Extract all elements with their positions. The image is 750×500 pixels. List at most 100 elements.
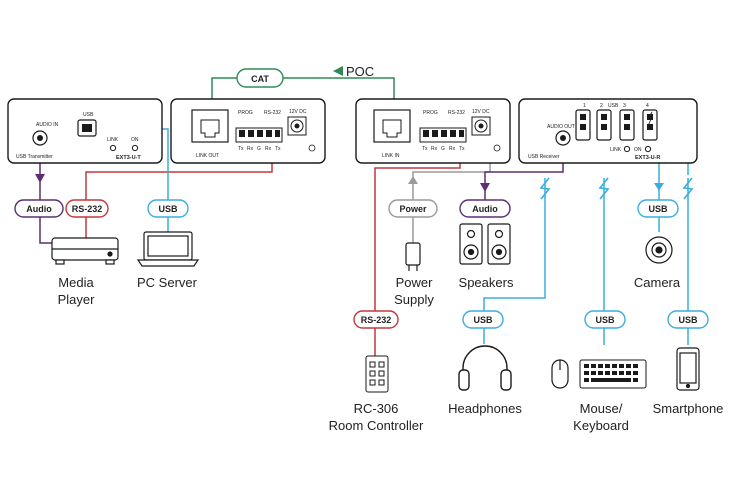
room-controller-label-1: RC-306 <box>354 401 399 416</box>
usb-tag-phone <box>667 310 709 329</box>
camera-icon <box>645 236 673 264</box>
rx-port-num-3: 3 <box>623 103 626 109</box>
audio-tag-rx-label: Audio <box>472 204 498 214</box>
tx-link-led-icon <box>109 144 117 152</box>
rx-audio-out-label: AUDIO OUT <box>547 124 575 130</box>
tx-prog-label: PROG <box>238 110 253 116</box>
rx-name-label: USB Receiver <box>528 154 560 160</box>
smartphone-icon <box>676 347 700 391</box>
rx-link-label: LINK <box>610 147 622 153</box>
headphones-label: Headphones <box>448 401 522 416</box>
rx-charge-bolt-icon <box>647 111 653 127</box>
cable-tags: Audio RS-232 USB Power Audio USB RS-232 … <box>14 199 709 329</box>
wireless-icon-2 <box>598 177 610 200</box>
media-player-label-2: Player <box>58 292 96 307</box>
tx-audio-in-label: AUDIO IN <box>36 122 59 128</box>
rx-on-led-icon <box>644 145 652 153</box>
rs232-tag-rx-label: RS-232 <box>361 315 392 325</box>
transmitter-panel-rear: LINK OUT PROG RS-232 Tx Rx G Rx Tx 12V D… <box>170 98 326 164</box>
mouse-keyboard-label-2: Keyboard <box>573 418 629 433</box>
rs232-tag-rx <box>353 310 399 329</box>
speakers-icon <box>459 223 511 265</box>
rx-link-led-icon <box>623 145 631 153</box>
rx-dc-label: 12V DC <box>472 109 490 115</box>
wireless-marks <box>539 177 694 200</box>
tx-model-label: EXT3-U-T <box>116 155 141 161</box>
pc-server-label: PC Server <box>137 275 198 290</box>
usb-tag-headphones-label: USB <box>473 315 493 325</box>
tx-on-led-icon <box>131 144 139 152</box>
transmitter-panel-front: AUDIO IN USB USB Transmitter LINK ON EXT… <box>7 98 163 164</box>
usb-tag-pc-label: USB <box>158 204 178 214</box>
rx-pin-1: Tx <box>422 146 428 152</box>
rx-rs232-label: RS-232 <box>448 110 465 116</box>
tx-pin-1: Tx <box>238 146 244 152</box>
mouse-keyboard-label-1: Mouse/ <box>580 401 623 416</box>
tx-usb-label: USB <box>83 112 94 118</box>
power-supply-label-1: Power <box>396 275 434 290</box>
arrow-poc <box>333 66 343 76</box>
rx-pin-3: G <box>441 146 445 152</box>
tx-pin-4: Rx <box>265 146 272 152</box>
power-tag <box>388 199 438 218</box>
audio-tag-tx <box>14 199 64 218</box>
rx-link-in-label: LINK IN <box>382 153 400 159</box>
usb-tag-mouse <box>584 310 626 329</box>
rx-model-label: EXT3-U-R <box>635 155 660 161</box>
audio-tag-rx <box>459 199 511 218</box>
rx-port-num-4: 4 <box>646 103 649 109</box>
rs232-cable-receiver <box>374 162 461 358</box>
receiver-panel-rear: LINK IN PROG RS-232 Tx Rx G Rx Tx 12V DC <box>355 98 511 164</box>
usb-tag-phone-label: USB <box>678 315 698 325</box>
room-controller-label-2: Room Controller <box>329 418 424 433</box>
power-tag-label: Power <box>399 204 427 214</box>
usb-tag-headphones <box>462 310 504 329</box>
tx-name-label: USB Transmitter <box>16 154 53 160</box>
wireless-icon-1 <box>539 177 551 200</box>
rs232-tag-tx <box>65 199 109 218</box>
arrow-audio-tx <box>35 174 45 183</box>
tx-on-label: ON <box>131 137 139 143</box>
cat-cable <box>211 77 395 106</box>
rx-pin-2: Rx <box>431 146 438 152</box>
rs232-tag-tx-label: RS-232 <box>72 204 103 214</box>
rx-on-label: ON <box>634 147 642 153</box>
laptop-icon <box>136 231 200 267</box>
media-player-label-1: Media <box>58 275 94 290</box>
tx-dc-label: 12V DC <box>289 109 307 115</box>
tx-pin-5: Tx <box>275 146 281 152</box>
poc-label: POC <box>346 64 374 79</box>
rx-pin-4: Rx <box>449 146 456 152</box>
tx-pin-3: G <box>257 146 261 152</box>
receiver-panel-front: AUDIO OUT USB Receiver USB 1 2 3 4 LINK … <box>518 98 698 164</box>
tx-link-out-label: LINK OUT <box>196 153 219 159</box>
audio-tag-tx-label: Audio <box>26 204 52 214</box>
tx-polarity-icon <box>308 144 316 152</box>
arrow-power <box>408 176 418 184</box>
cat-tag-label: CAT <box>251 74 269 84</box>
tx-pin-2: Rx <box>247 146 254 152</box>
rx-port-num-1: 1 <box>583 103 586 109</box>
wireless-icon-3 <box>682 177 694 200</box>
smartphone-label: Smartphone <box>653 401 724 416</box>
arrows <box>35 66 664 192</box>
rx-port-num-2: 2 <box>600 103 603 109</box>
rx-polarity-icon <box>493 144 501 152</box>
usb-tag-mouse-label: USB <box>595 315 615 325</box>
speakers-label: Speakers <box>459 275 514 290</box>
usb-tag-camera <box>637 199 679 218</box>
usb-tag-pc <box>147 199 189 218</box>
tx-link-label: LINK <box>107 137 119 143</box>
camera-label: Camera <box>634 275 681 290</box>
rx-pin-5: Tx <box>459 146 465 152</box>
power-supply-label-2: Supply <box>394 292 434 307</box>
arrow-camera <box>654 183 664 191</box>
cat-tag <box>236 68 284 88</box>
usb-tag-camera-label: USB <box>648 204 668 214</box>
headphones-icon <box>458 345 512 391</box>
rx-prog-label: PROG <box>423 110 438 116</box>
power-supply-icon <box>405 242 421 271</box>
keyboard-icon <box>579 359 647 389</box>
room-controller-icon <box>365 355 389 393</box>
